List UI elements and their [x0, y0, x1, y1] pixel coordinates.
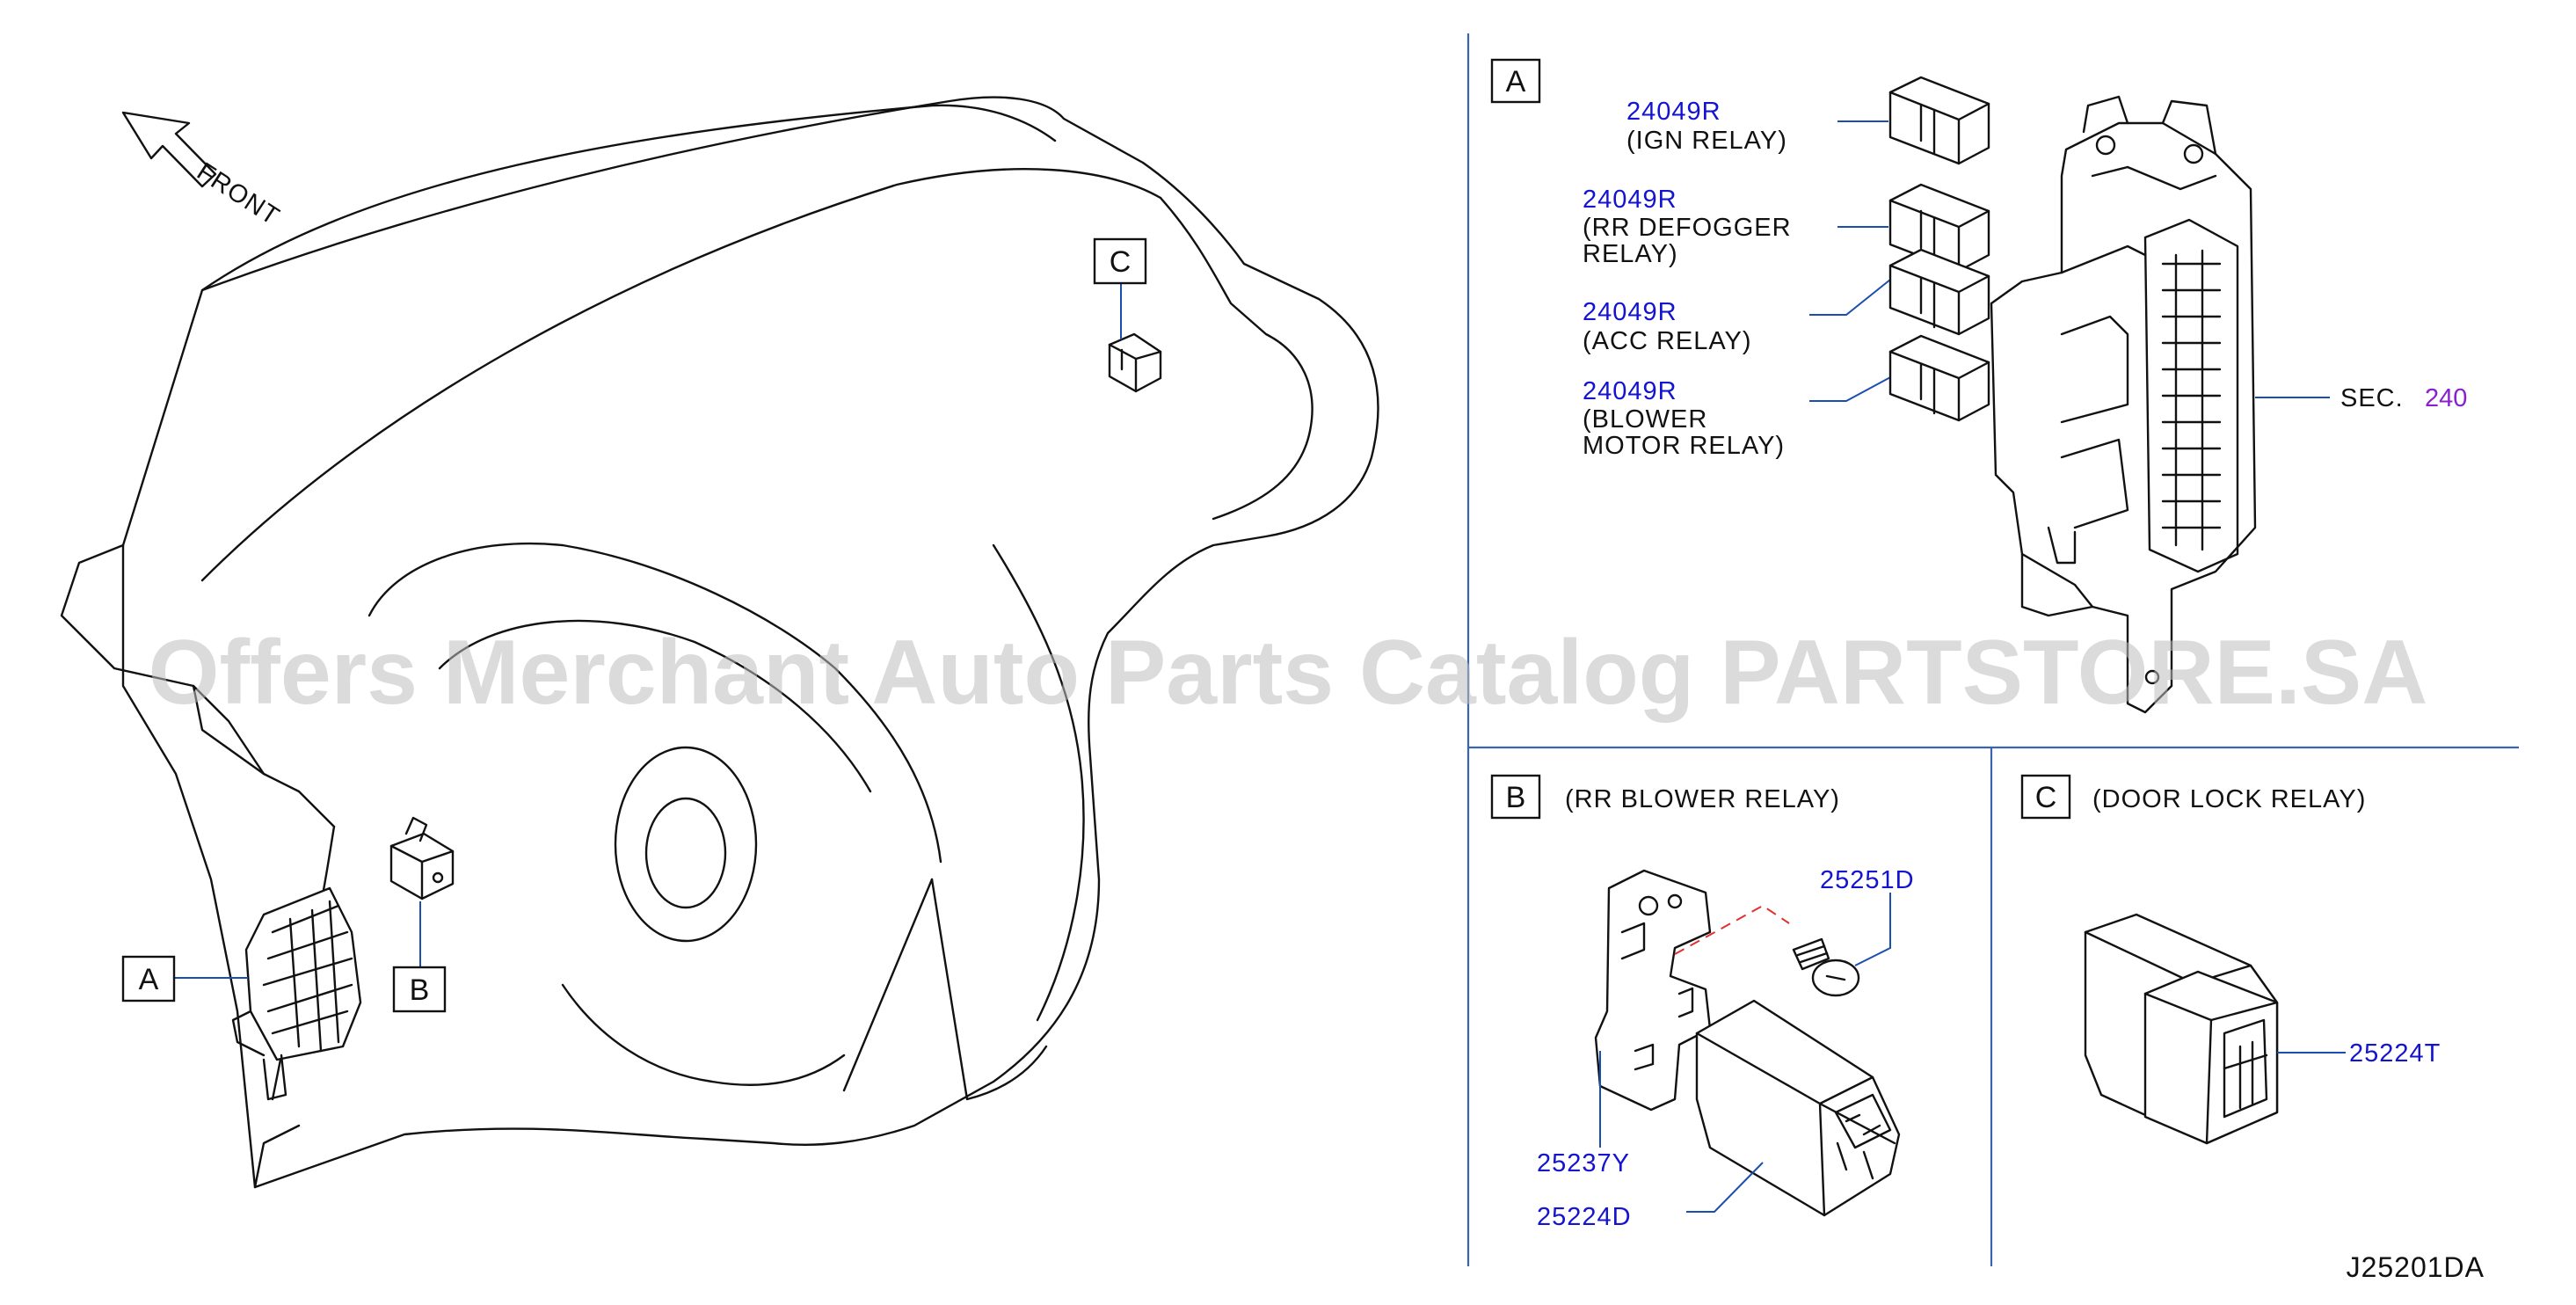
blower-motor-relay-name-1: (BLOWER: [1583, 405, 1707, 434]
diagram-id: J25201DA: [2347, 1251, 2485, 1283]
rr-defogger-relay-part-number[interactable]: 24049R: [1583, 186, 1677, 214]
rr-defogger-relay-name-1: (RR DEFOGGER: [1583, 214, 1792, 242]
sec-reference-link[interactable]: 240: [2425, 384, 2467, 412]
front-label: FRONT: [192, 157, 284, 231]
svg-text:A: A: [1506, 65, 1526, 98]
sec-label: SEC.: [2340, 384, 2404, 412]
screw[interactable]: [1792, 937, 1860, 997]
acc-relay-part-number[interactable]: 24049R: [1583, 298, 1677, 326]
door-lock-relay[interactable]: [2084, 913, 2279, 1145]
relay-part-number-b[interactable]: 25224D: [1537, 1203, 1632, 1231]
panel-b-title: (RR BLOWER RELAY): [1565, 785, 1840, 813]
instrument-panel-drawing: [60, 96, 1379, 1189]
callout-b-main: B: [392, 966, 447, 1013]
door-lock-relay-part-number[interactable]: 25224T: [2349, 1039, 2441, 1068]
panel-b-label-box: [1490, 774, 1541, 820]
fuse-block-location: [231, 886, 362, 1101]
front-direction-arrow: FRONT: [121, 111, 285, 231]
rr-blower-relay[interactable]: [1695, 999, 1901, 1217]
ign-relay-name: (IGN RELAY): [1626, 127, 1787, 155]
screw-part-number[interactable]: 25251D: [1820, 866, 1915, 894]
panel-a-label-box: [1490, 58, 1541, 104]
acc-relay-name: (ACC RELAY): [1583, 327, 1752, 355]
panel-a: A 24049R (IGN RELAY) 24049R (RR DEFOGGER…: [1490, 58, 2467, 714]
relay-bracket[interactable]: [1594, 869, 1712, 1112]
ign-relay-part-number[interactable]: 24049R: [1626, 98, 1721, 126]
panel-c: C (DOOR LOCK RELAY) 25224T: [2020, 774, 2441, 1145]
acc-relay[interactable]: [1888, 248, 1990, 336]
bracket-part-number[interactable]: 25237Y: [1537, 1149, 1630, 1177]
svg-text:C: C: [2035, 781, 2057, 814]
callout-a-main: A: [121, 955, 176, 1002]
blower-motor-relay[interactable]: [1888, 334, 1990, 422]
blower-motor-relay-part-number[interactable]: 24049R: [1583, 377, 1677, 405]
rr-defogger-relay-name-2: RELAY): [1583, 240, 1678, 268]
svg-text:A: A: [139, 963, 159, 996]
svg-text:C: C: [1110, 245, 1132, 279]
callout-c-main: C: [1093, 237, 1147, 285]
svg-text:B: B: [1506, 781, 1526, 814]
fuse-block[interactable]: [1990, 95, 2257, 714]
panel-c-title: (DOOR LOCK RELAY): [2092, 785, 2366, 813]
blower-motor-relay-name-2: MOTOR RELAY): [1583, 432, 1785, 460]
ign-relay[interactable]: [1888, 76, 1990, 165]
panel-b: B (RR BLOWER RELAY) 25251D: [1490, 774, 1915, 1231]
rr-blower-relay-location: [389, 816, 455, 900]
rr-defogger-relay[interactable]: [1888, 183, 1990, 273]
panel-c-label-box: [2020, 774, 2071, 820]
door-lock-relay-location: [1108, 332, 1162, 393]
watermark: Offers Merchant Auto Parts Catalog PARTS…: [149, 622, 2428, 724]
svg-text:B: B: [410, 973, 430, 1007]
